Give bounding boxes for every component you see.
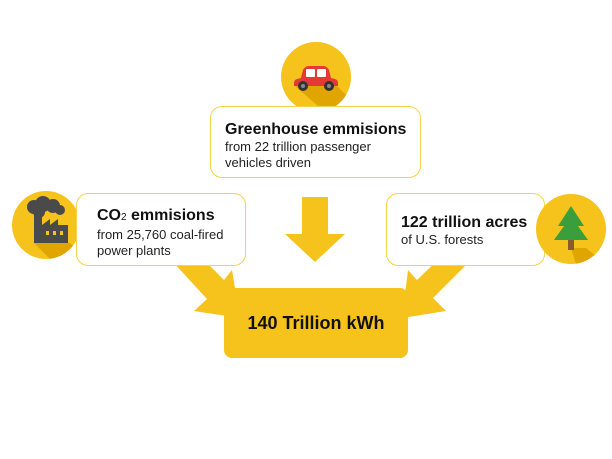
factory-icon [27,196,80,259]
co2-label: CO [97,207,121,224]
emissions-label: emmisions [126,207,215,224]
coal-plant-emissions-card: CO2 emmisions from 25,760 coal-fired pow… [76,193,246,266]
forest-title: 122 trillion acres [401,214,528,231]
co2-subscript: 2 [121,212,127,223]
vehicle-emissions-line1: from 22 trillion passenger [225,139,371,154]
forest-card: 122 trillion acres of U.S. forests [386,193,545,266]
tree-icon-circle [536,194,606,264]
car-icon [294,66,351,112]
total-energy-label: 140 Trillion kWh [247,312,385,333]
right-diagonal-arrow [402,253,467,318]
factory-icon-circle [12,191,80,259]
vehicle-emissions-card: Greenhouse emmisions from 22 trillion pa… [210,106,421,178]
car-icon-circle [281,42,351,112]
vehicle-emissions-title: Greenhouse emmisions [225,121,407,138]
down-arrow [285,197,345,262]
total-energy-box: 140 Trillion kWh [224,288,408,358]
coal-plant-emissions-line1: from 25,760 coal-fired [97,227,224,242]
coal-plant-emissions-title: CO2 emmisions [97,206,245,227]
tree-icon [554,206,606,264]
forest-line1: of U.S. forests [401,232,484,247]
left-diagonal-arrow [173,252,240,318]
vehicle-emissions-line2: vehicles driven [225,155,311,170]
coal-plant-emissions-line2: power plants [97,243,171,258]
